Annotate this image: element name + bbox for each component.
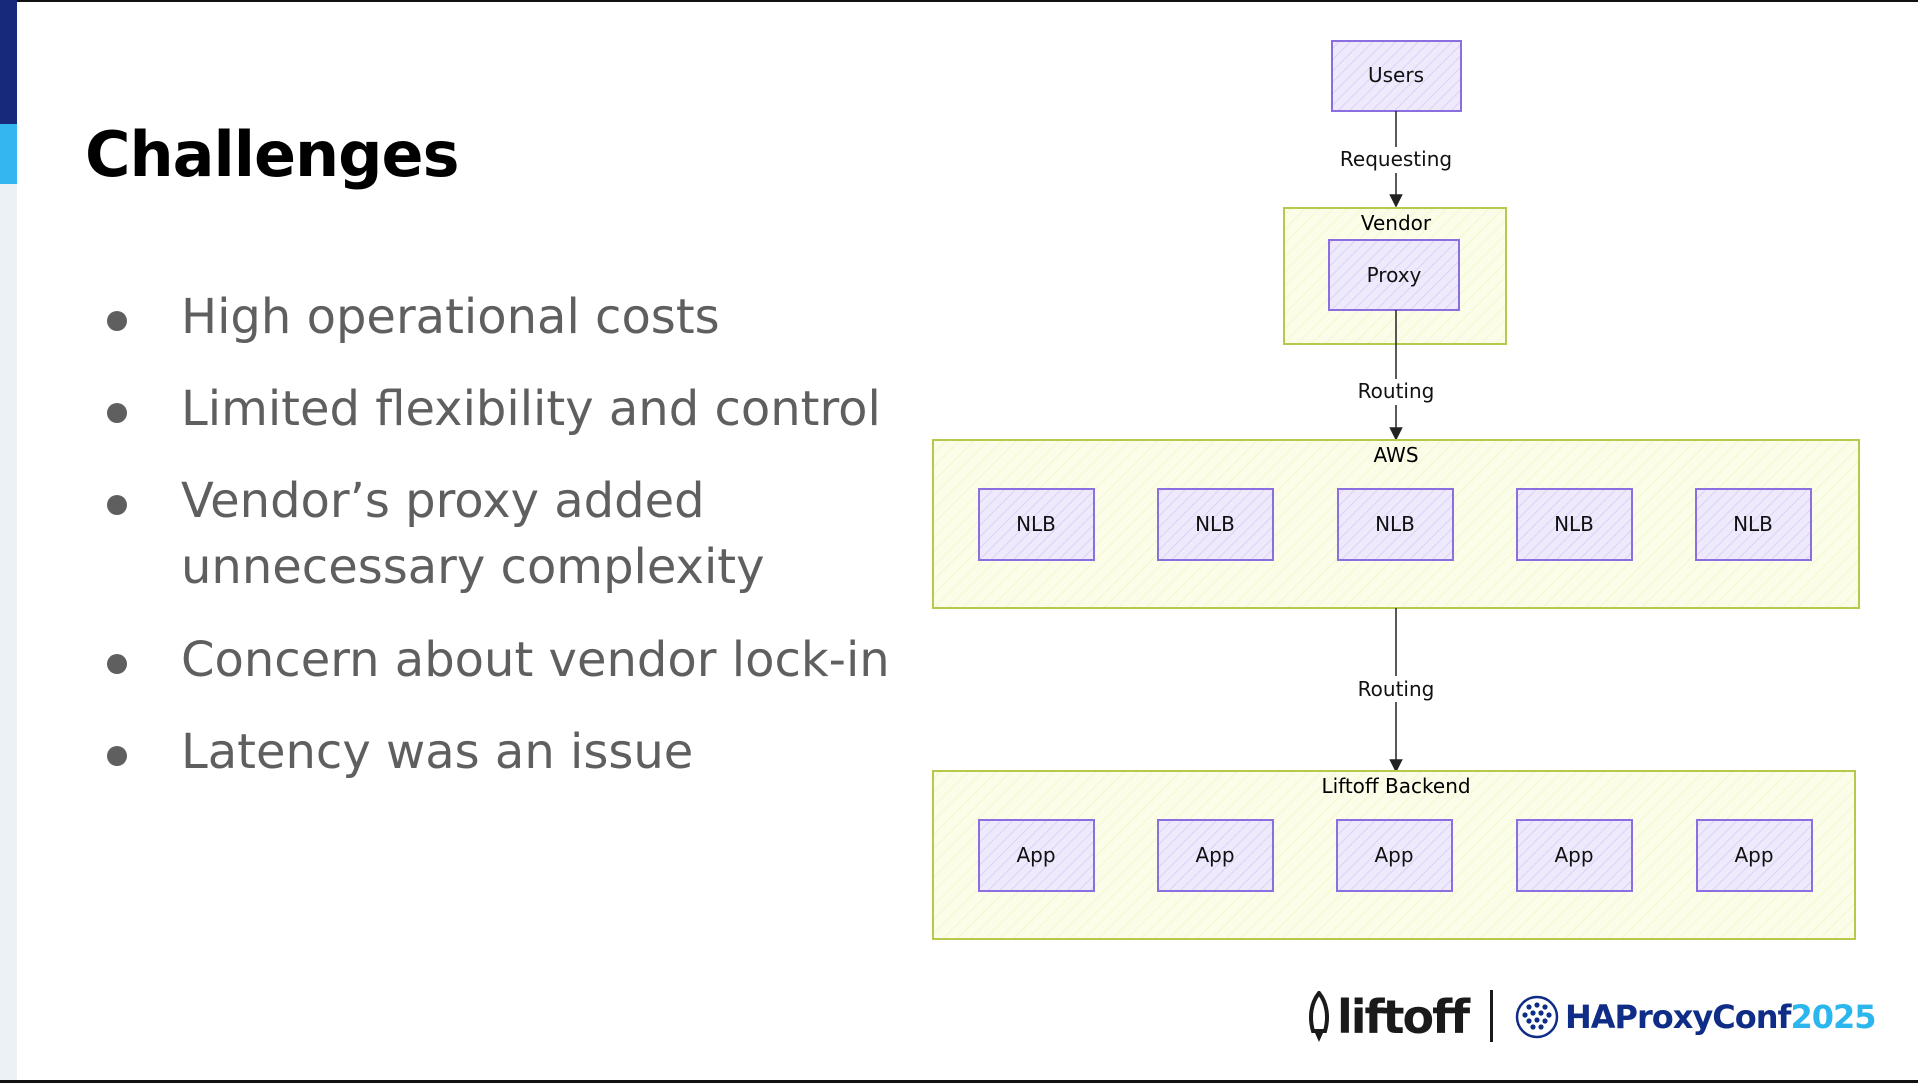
bullet-item: Latency was an issue	[100, 719, 981, 785]
nlb-node: NLB	[1516, 488, 1633, 561]
footer-logos: liftoff HAProxyConf 2025	[1305, 985, 1885, 1049]
liftoff-logo: liftoff	[1305, 985, 1470, 1049]
top-border	[0, 0, 1918, 2]
nlb-node: NLB	[978, 488, 1095, 561]
svg-text:App: App	[1554, 843, 1593, 867]
svg-text:NLB: NLB	[1375, 512, 1415, 536]
backend-group-label: Liftoff Backend	[1321, 774, 1470, 798]
aws-group: AWS NLB NLB NLB NLB NLB	[932, 439, 1860, 609]
edge-label-bg	[1354, 676, 1438, 702]
haproxyconf-logo: HAProxyConf 2025	[1515, 985, 1877, 1049]
edge-label-routing-2: Routing	[1358, 677, 1435, 701]
left-accent-bar	[0, 0, 17, 1083]
svg-text:NLB: NLB	[1016, 512, 1056, 536]
bullet-dot-icon	[107, 495, 127, 515]
bullet-dot-icon	[107, 311, 127, 331]
svg-text:NLB: NLB	[1554, 512, 1594, 536]
bullet-item: High operational costs	[100, 284, 981, 350]
aws-group-label: AWS	[1373, 443, 1418, 467]
bullet-item: Concern about vendor lock-in	[100, 627, 981, 693]
app-node: App	[1696, 819, 1813, 892]
globe-dots-icon	[1515, 995, 1559, 1039]
nlb-node: NLB	[1337, 488, 1454, 561]
bullet-dot-icon	[107, 746, 127, 766]
bullet-dot-icon	[107, 654, 127, 674]
app-node: App	[978, 819, 1095, 892]
svg-text:App: App	[1016, 843, 1055, 867]
vendor-group-label: Vendor	[1361, 211, 1432, 235]
app-node: App	[1336, 819, 1453, 892]
edge-label-routing-1: Routing	[1358, 379, 1435, 403]
bullet-dot-icon	[107, 403, 127, 423]
nlb-node: NLB	[1157, 488, 1274, 561]
svg-text:App: App	[1195, 843, 1234, 867]
logo-divider	[1490, 990, 1493, 1042]
bullet-item: Limited flexibility and control	[100, 376, 981, 442]
accent-dark	[0, 0, 17, 124]
users-node: Users	[1331, 40, 1462, 112]
svg-text:NLB: NLB	[1733, 512, 1773, 536]
proxy-node: Proxy	[1328, 239, 1460, 311]
edge-label-bg	[1354, 379, 1438, 405]
nlb-node: NLB	[1695, 488, 1812, 561]
edge-label-bg	[1340, 147, 1452, 173]
svg-text:App: App	[1734, 843, 1773, 867]
app-node: App	[1157, 819, 1274, 892]
app-node: App	[1516, 819, 1633, 892]
bottom-border	[0, 1080, 1918, 1083]
svg-text:NLB: NLB	[1195, 512, 1235, 536]
edge-label-requesting: Requesting	[1340, 147, 1452, 171]
users-label: Users	[1368, 63, 1424, 87]
bullet-item: Vendor’s proxy added unnecessary complex…	[100, 468, 821, 600]
rocket-icon	[1309, 991, 1329, 1042]
slide-title: Challenges	[85, 118, 460, 191]
svg-text:App: App	[1374, 843, 1413, 867]
accent-light	[0, 124, 17, 184]
proxy-label: Proxy	[1367, 263, 1422, 287]
backend-group: Liftoff Backend App App App App App	[932, 770, 1856, 940]
vendor-group: Vendor Proxy	[1283, 207, 1507, 345]
